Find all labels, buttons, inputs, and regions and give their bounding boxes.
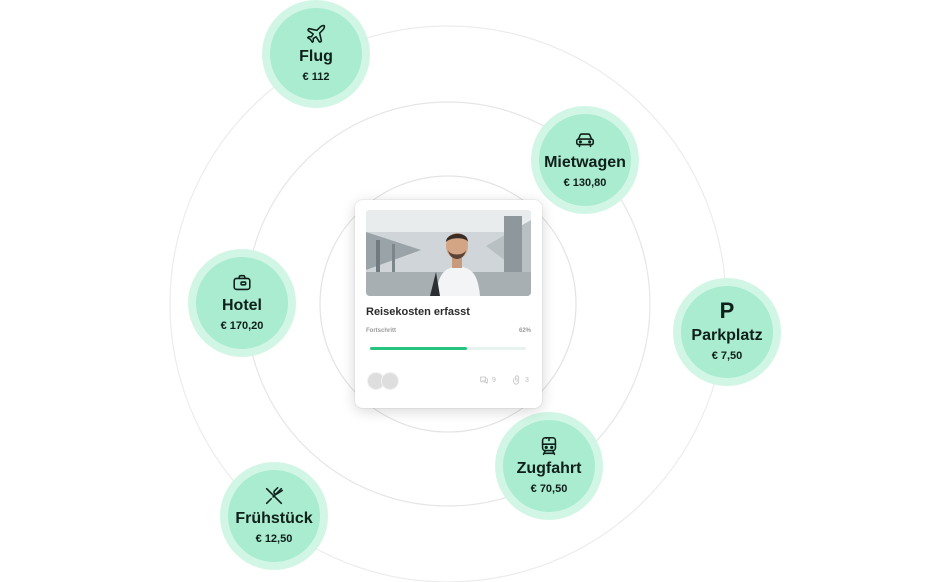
parking-icon: P [719,298,735,323]
suitcase-icon [231,272,253,294]
category-price: € 70,50 [530,483,568,495]
category-parkplatz[interactable]: P Parkplatz € 7,50 [681,286,773,378]
cutlery-icon [263,485,285,507]
category-price: € 112 [302,71,330,83]
category-label: Hotel [222,297,262,314]
expense-card[interactable]: Reisekosten erfasst Fortschritt 62% 9 3 [355,200,542,408]
plane-icon [305,23,327,45]
car-icon [574,129,596,151]
category-price: € 12,50 [255,533,293,545]
progress-bar [370,347,526,350]
comments-meta[interactable]: 9 [479,375,496,385]
progress-label: Fortschritt [366,328,396,334]
traveler-photo [366,210,531,296]
progress-percent: 62% [518,328,531,334]
attachments-meta[interactable]: 3 [512,375,529,385]
category-label: Mietwagen [544,154,626,171]
category-price: € 170,20 [220,320,264,332]
category-label: Frühstück [235,510,313,527]
comments-count: 9 [492,376,496,384]
card-title: Reisekosten erfasst [366,306,470,318]
avatar[interactable] [381,372,399,390]
category-price: € 7,50 [711,350,743,362]
category-zugfahrt[interactable]: Zugfahrt € 70,50 [503,420,595,512]
progress-bar-fill [370,347,467,350]
orbit-ring-inner [319,175,577,433]
category-label: Zugfahrt [516,460,582,477]
category-price: € 130,80 [563,177,607,189]
assignee-avatars[interactable] [367,372,403,390]
category-fruehstueck[interactable]: Frühstück € 12,50 [228,470,320,562]
category-label: Parkplatz [691,327,763,344]
category-hotel[interactable]: Hotel € 170,20 [196,257,288,349]
attachment-icon [512,375,522,385]
train-icon [538,435,560,457]
attachments-count: 3 [525,376,529,384]
category-mietwagen[interactable]: Mietwagen € 130,80 [539,114,631,206]
comment-icon [479,375,489,385]
category-flug[interactable]: Flug € 112 [270,8,362,100]
category-label: Flug [299,48,333,65]
